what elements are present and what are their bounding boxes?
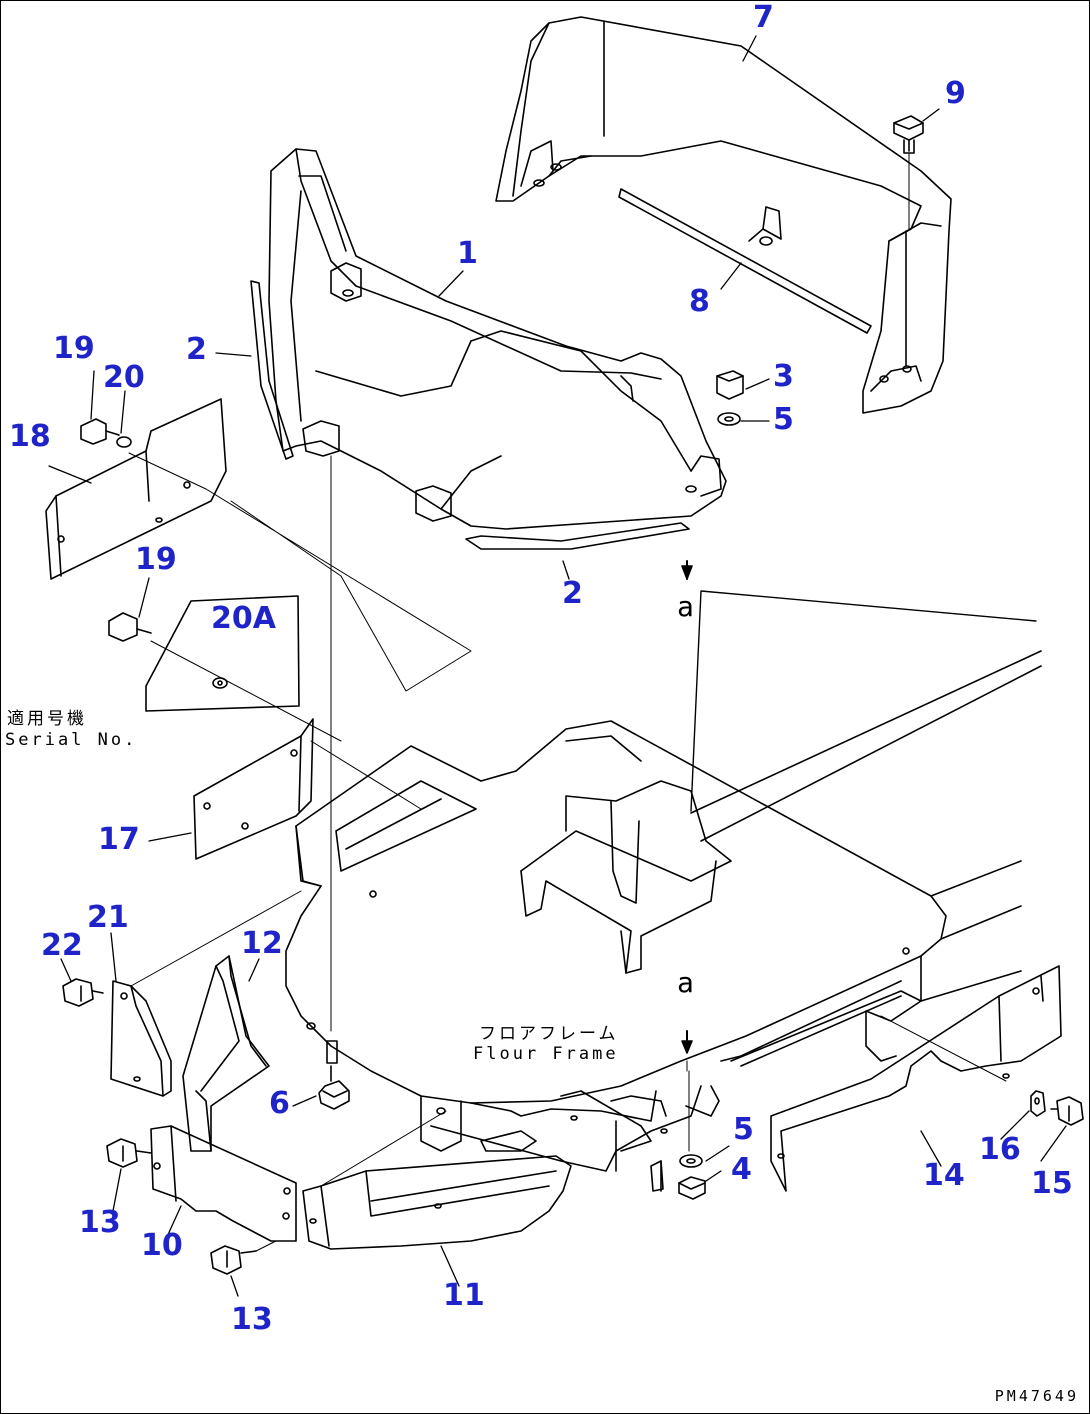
label-part-19-upper: 19: [53, 331, 95, 366]
part-9-bolt: [893, 115, 924, 230]
label-part-1: 1: [457, 236, 478, 271]
label-part-12: 12: [241, 926, 283, 961]
label-part-21: 21: [87, 900, 129, 935]
ref-a-lower: a: [677, 966, 694, 999]
bolt-6-line: [318, 455, 350, 1110]
label-part-2-bottom: 2: [562, 576, 583, 611]
part-18-plate: [45, 398, 472, 692]
label-part-22: 22: [41, 928, 83, 963]
part-12-bracket: [182, 955, 270, 1152]
label-part-13-upper: 13: [79, 1205, 121, 1240]
label-part-10: 10: [141, 1228, 183, 1263]
label-part-3: 3: [773, 359, 794, 394]
label-part-19-lower: 19: [135, 542, 177, 577]
floor-frame-jp: フロアフレーム: [479, 1024, 619, 1044]
label-part-2-left: 2: [186, 332, 207, 367]
label-part-16: 16: [979, 1132, 1021, 1167]
drawing-number: PM47649: [994, 1387, 1079, 1405]
label-part-13-lower: 13: [231, 1302, 273, 1337]
label-part-20: 20: [103, 360, 145, 395]
parts-4-5-lower: [678, 1070, 706, 1200]
part-10-plate: [106, 1125, 297, 1275]
label-part-8: 8: [689, 284, 710, 319]
part-1-front-cover: [268, 148, 727, 530]
floor-frame: [285, 560, 1042, 1192]
label-part-5-upper: 5: [773, 402, 794, 437]
label-part-5-lower: 5: [733, 1112, 754, 1147]
label-part-18: 18: [9, 419, 51, 454]
part-17-plate: [193, 718, 422, 860]
part-21-plate: [62, 890, 302, 1097]
ref-a-upper: a: [677, 590, 694, 623]
part-11-cover: [302, 1110, 572, 1250]
part-14-cover: [770, 965, 1084, 1192]
parts-3-5-upper: [716, 370, 744, 426]
part-8-strip: [618, 188, 872, 334]
floor-frame-en: Flour Frame: [473, 1044, 619, 1064]
label-part-15: 15: [1031, 1166, 1073, 1201]
serial-note-jp: 適用号機: [7, 709, 87, 729]
part-7-rear-cover: [495, 16, 952, 414]
label-part-4: 4: [731, 1152, 752, 1187]
label-part-9: 9: [945, 76, 966, 111]
label-part-20a: 20A: [211, 601, 276, 636]
label-part-11: 11: [443, 1278, 485, 1313]
serial-note-en: Serial No.: [5, 730, 138, 750]
label-part-17: 17: [98, 822, 140, 857]
label-part-14: 14: [923, 1158, 965, 1193]
part-2-seals: [250, 280, 690, 550]
label-part-7: 7: [753, 0, 774, 35]
leader-lines: [48, 35, 1067, 1297]
label-part-6: 6: [269, 1086, 290, 1121]
